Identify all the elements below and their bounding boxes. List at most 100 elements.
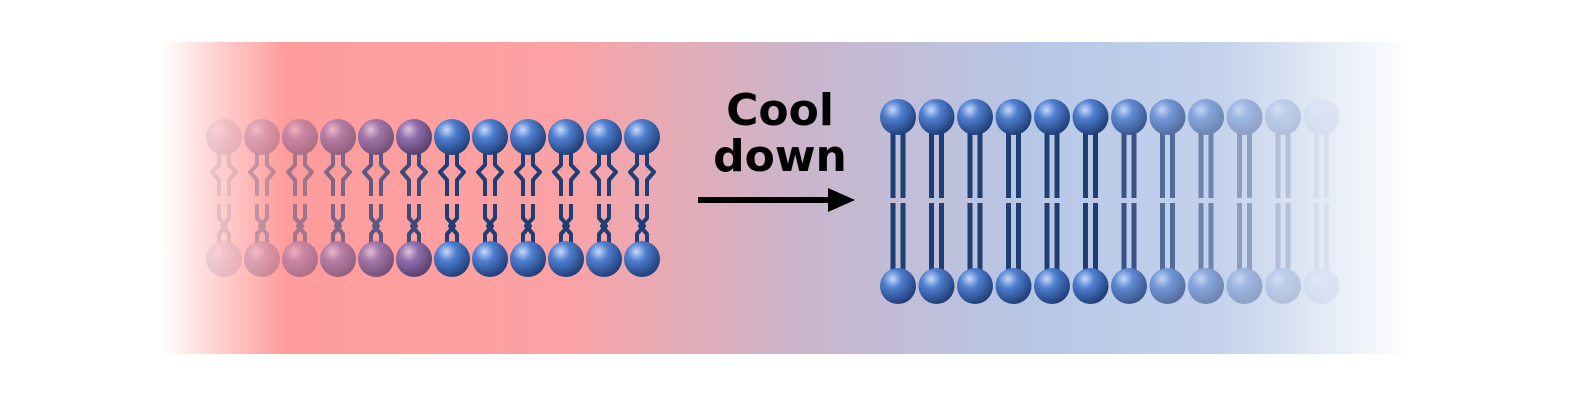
lipid-head-lower (624, 241, 660, 277)
lipid-tail-lower (562, 204, 573, 246)
label-line-2: down (713, 131, 847, 182)
lipid-straight (1188, 99, 1224, 304)
lipid-kinked (396, 119, 432, 277)
lipid-tail-lower (600, 204, 611, 246)
cool-down-label: Cool down (700, 88, 860, 180)
lipid-kinked (472, 119, 508, 277)
lipid-head-upper (434, 119, 470, 155)
lipid-tail-upper (590, 150, 601, 196)
lipid-head-upper (957, 99, 993, 135)
lipid-head-lower (918, 268, 955, 304)
lipid-head-lower (1188, 268, 1224, 304)
lipid-head-lower (995, 268, 1032, 304)
lipid-straight (957, 99, 993, 304)
lipid-tail-lower (638, 204, 649, 246)
lipid-head-lower (358, 241, 394, 277)
lipid-kinked (510, 119, 546, 277)
lipid-tail-lower (521, 204, 532, 246)
lipid-straight (1226, 99, 1263, 304)
lipid-head-upper (548, 119, 584, 155)
lipid-straight (880, 99, 916, 304)
lipid-tail-upper (552, 150, 563, 196)
lipid-tail-upper (645, 150, 656, 196)
lipid-tail-lower (524, 204, 535, 246)
lipid-head-upper (1303, 99, 1340, 135)
lipid-straight (1265, 99, 1301, 304)
lipid-tail-lower (217, 204, 228, 246)
lipid-tail-upper (400, 150, 411, 196)
lipid-tail-upper (324, 150, 335, 196)
lipid-head-lower (548, 241, 584, 277)
lipid-tail-lower (407, 204, 418, 246)
lipid-kinked (358, 119, 394, 277)
lipid-tail-lower (635, 204, 646, 246)
lipid-head-upper (472, 119, 508, 155)
lipid-straight (1149, 99, 1186, 304)
warm-membrane-kinked-lipids (206, 119, 660, 277)
lipid-tail-lower (483, 204, 494, 246)
lipid-tail-lower (220, 204, 231, 246)
lipid-tail-lower (255, 204, 266, 246)
lipid-tail-upper (514, 150, 525, 196)
lipid-head-lower (1111, 268, 1147, 304)
lipid-head-upper (880, 99, 916, 135)
lipid-tail-upper (531, 150, 542, 196)
lipid-tail-lower (597, 204, 608, 246)
lipid-tail-lower (372, 204, 383, 246)
lipid-head-lower (206, 241, 242, 277)
lipid-tail-upper (227, 150, 238, 196)
lipid-tail-lower (369, 204, 380, 246)
lipid-tail-upper (417, 150, 428, 196)
lipid-tail-lower (448, 204, 459, 246)
lipid-tail-lower (486, 204, 497, 246)
lipid-head-upper (282, 119, 318, 155)
lipid-head-lower (1226, 268, 1263, 304)
lipid-tail-lower (445, 204, 456, 246)
lipid-head-upper (1265, 99, 1301, 135)
lipid-kinked (320, 119, 356, 277)
lipid-head-upper (1111, 99, 1147, 135)
lipid-head-upper (1149, 99, 1186, 135)
lipid-kinked (244, 119, 280, 277)
lipid-straight (918, 99, 955, 304)
lipid-tail-lower (410, 204, 421, 246)
lipid-kinked (624, 119, 660, 277)
lipid-head-lower (957, 268, 993, 304)
lipid-straight (1111, 99, 1147, 304)
lipid-tail-upper (476, 150, 487, 196)
lipid-tail-upper (438, 150, 449, 196)
lipid-straight (1034, 99, 1070, 304)
lipid-head-upper (918, 99, 955, 135)
lipid-tail-upper (210, 150, 221, 196)
label-line-1: Cool (726, 85, 834, 136)
lipid-head-lower (472, 241, 508, 277)
lipid-tail-upper (569, 150, 580, 196)
lipid-kinked (434, 119, 470, 277)
lipid-kinked (282, 119, 318, 277)
lipid-kinked (548, 119, 584, 277)
lipid-head-lower (282, 241, 318, 277)
lipid-head-upper (1072, 99, 1109, 135)
lipid-head-upper (1034, 99, 1070, 135)
lipid-head-upper (396, 119, 432, 155)
lipid-kinked (206, 119, 242, 277)
lipid-head-lower (880, 268, 916, 304)
lipid-head-upper (1226, 99, 1263, 135)
lipid-tail-upper (303, 150, 314, 196)
lipid-tail-upper (248, 150, 259, 196)
lipid-head-upper (244, 119, 280, 155)
lipid-tail-upper (379, 150, 390, 196)
lipid-tail-lower (258, 204, 269, 246)
lipid-tail-lower (331, 204, 342, 246)
lipid-head-lower (1303, 268, 1340, 304)
lipid-head-lower (1265, 268, 1301, 304)
lipid-tail-upper (628, 150, 639, 196)
lipid-head-upper (320, 119, 356, 155)
lipid-tail-upper (341, 150, 352, 196)
lipid-straight (995, 99, 1032, 304)
lipid-tail-lower (559, 204, 570, 246)
lipid-tail-lower (293, 204, 304, 246)
lipid-straight (1303, 99, 1340, 304)
lipid-head-lower (1149, 268, 1186, 304)
lipid-head-lower (1072, 268, 1109, 304)
